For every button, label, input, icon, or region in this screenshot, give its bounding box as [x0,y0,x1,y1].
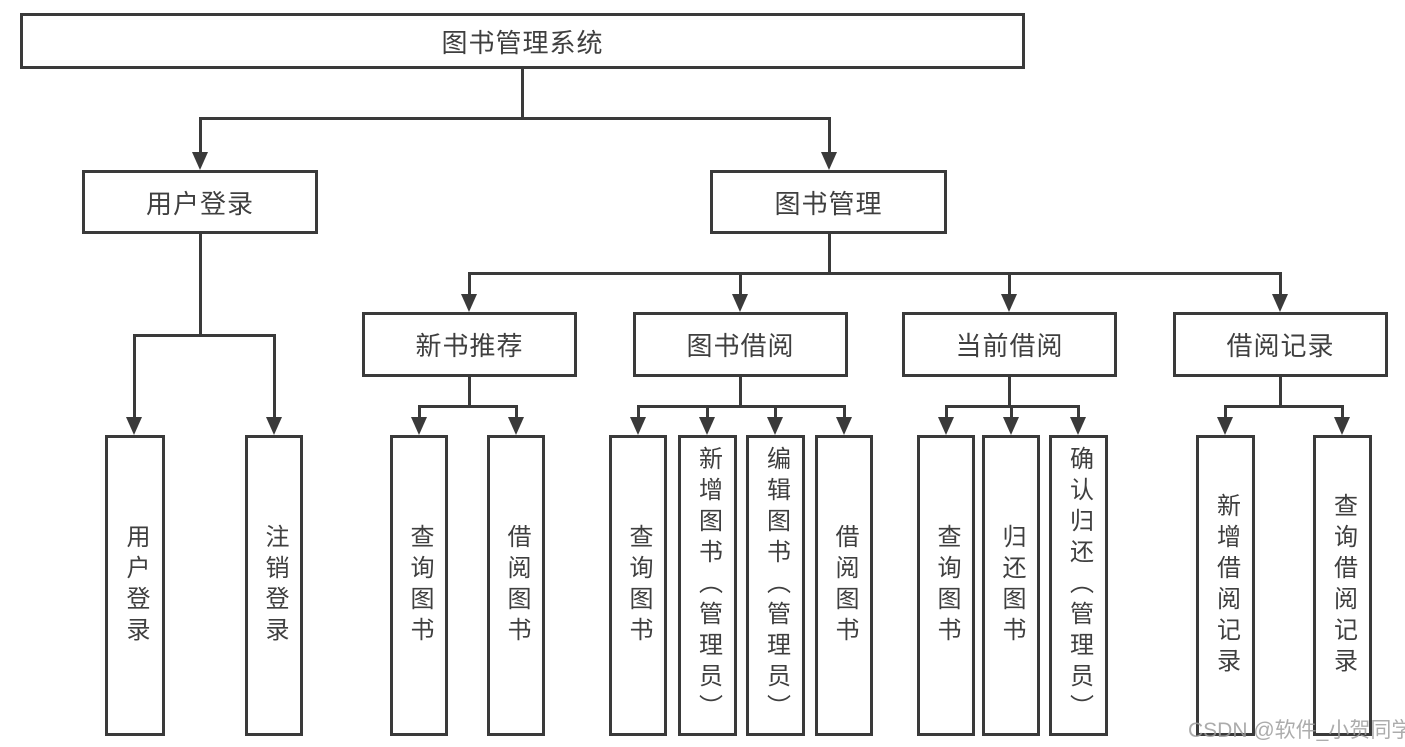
connector-line [637,405,846,408]
csdn-watermark: CSDN @软件_小贺同学 [1188,719,1405,742]
connector-line [1077,405,1080,417]
node-user-login: 用户登录 [82,170,318,234]
connector-line [418,405,518,408]
connector-line [468,272,471,294]
connector-line [133,334,276,337]
node-label: 借阅记录 [1226,331,1335,361]
node-label: 新书推荐 [415,331,524,361]
connector-line [828,232,831,274]
node-label: 图书借阅 [686,331,795,361]
connector-line [843,405,846,417]
connector-arrowhead [836,417,852,435]
node-label: 查询图书 [933,523,960,648]
leaf-edit-books-admin: 编辑图书（管理员） [746,435,805,736]
connector-arrowhead [1003,417,1019,435]
connector-line [418,405,421,417]
connector-arrowhead [821,152,837,170]
connector-line [273,334,276,417]
connector-arrowhead [266,417,282,435]
connector-line [468,272,1282,275]
connector-line [199,117,831,120]
node-book-borrowing: 图书借阅 [633,312,848,377]
connector-line [1008,272,1011,294]
node-label: 新增图书（管理员） [694,446,722,725]
node-label: 确认归还（管理员） [1065,446,1093,725]
node-new-book-recommendation: 新书推荐 [362,312,577,377]
node-label: 注销登录 [261,523,288,648]
leaf-confirm-return-admin: 确认归还（管理员） [1049,435,1108,736]
connector-arrowhead [732,294,748,312]
connector-line [637,405,640,417]
leaf-recommend-borrow-books: 借阅图书 [487,435,545,736]
connector-arrowhead [1001,294,1017,312]
node-label: 归还图书 [998,523,1025,648]
node-label: 图书管理系统 [441,27,604,58]
node-label: 查询借阅记录 [1329,492,1357,679]
connector-arrowhead [126,417,142,435]
connector-line [828,117,831,152]
node-label: 借阅图书 [831,523,858,648]
connector-line [199,232,202,337]
connector-line [706,405,709,417]
connector-arrowhead [1070,417,1086,435]
leaf-return-books: 归还图书 [982,435,1040,736]
connector-line [739,272,742,294]
connector-line [1279,272,1282,294]
connector-line [1224,405,1344,408]
leaf-current-query-books: 查询图书 [917,435,975,736]
connector-arrowhead [192,152,208,170]
connector-arrowhead [1334,417,1350,435]
connector-line [1341,405,1344,417]
connector-line [468,375,471,408]
connector-line [133,334,136,417]
connector-arrowhead [1217,417,1233,435]
node-label: 当前借阅 [955,331,1064,361]
connector-line [1008,375,1011,408]
connector-arrowhead [508,417,524,435]
connector-line [1224,405,1227,417]
connector-line [945,405,948,417]
connector-arrowhead [461,294,477,312]
node-label: 查询图书 [406,523,433,648]
leaf-borrow-query-books: 查询图书 [609,435,667,736]
node-label: 新增借阅记录 [1212,492,1240,679]
node-label: 编辑图书（管理员） [762,446,790,725]
leaf-add-borrow-record: 新增借阅记录 [1196,435,1255,736]
connector-arrowhead [411,417,427,435]
node-label: 图书管理 [774,188,883,219]
node-current-borrowing: 当前借阅 [902,312,1117,377]
connector-arrowhead [938,417,954,435]
leaf-user-login: 用户登录 [105,435,165,736]
connector-line [515,405,518,417]
connector-arrowhead [767,417,783,435]
connector-line [1010,405,1013,417]
node-label: 借阅图书 [503,523,530,648]
node-label: 查询图书 [625,523,652,648]
leaf-query-borrow-record: 查询借阅记录 [1313,435,1372,736]
connector-arrowhead [1272,294,1288,312]
connector-line [1279,375,1282,408]
connector-line [739,375,742,408]
leaf-add-books-admin: 新增图书（管理员） [678,435,737,736]
connector-line [199,117,202,152]
node-library-management-system: 图书管理系统 [20,13,1025,69]
node-label: 用户登录 [122,523,149,648]
leaf-logout: 注销登录 [245,435,303,736]
connector-arrowhead [699,417,715,435]
node-borrowing-records: 借阅记录 [1173,312,1388,377]
leaf-borrow-books: 借阅图书 [815,435,873,736]
connector-arrowhead [630,417,646,435]
connector-line [774,405,777,417]
leaf-recommend-query-books: 查询图书 [390,435,448,736]
node-label: 用户登录 [145,188,254,219]
connector-line [521,68,524,120]
node-book-management: 图书管理 [710,170,947,234]
